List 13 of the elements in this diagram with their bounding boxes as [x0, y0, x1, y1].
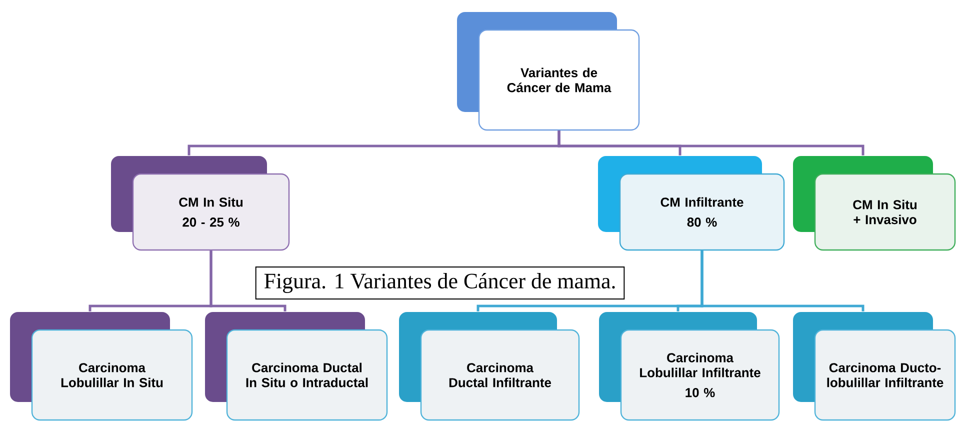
org-box: Carcinoma Ductal In Situ o Intraductal — [205, 312, 388, 421]
org-box: Carcinoma Ducto-lobulillar Infiltrante — [793, 312, 956, 421]
org-box: CM Infiltrante 80 % — [598, 156, 785, 251]
org-box: Carcinoma Ductal Infiltrante — [399, 312, 580, 421]
org-box: CM In Situ + Invasivo — [793, 156, 956, 251]
org-box: Carcinoma Lobulillar In Situ — [10, 312, 193, 421]
connector-line — [558, 130, 864, 156]
connector-line — [210, 250, 286, 312]
connector-line — [700, 250, 864, 312]
org-box: CM In Situ 20 - 25 % — [111, 156, 290, 251]
org-box: Carcinoma Lobulillar Infiltrante 10 % — [599, 312, 780, 421]
caption-box: Figura. 1 Variantes de Cáncer de mama. — [255, 266, 625, 300]
org-box: Variantes de Cáncer de Mama — [457, 12, 640, 131]
